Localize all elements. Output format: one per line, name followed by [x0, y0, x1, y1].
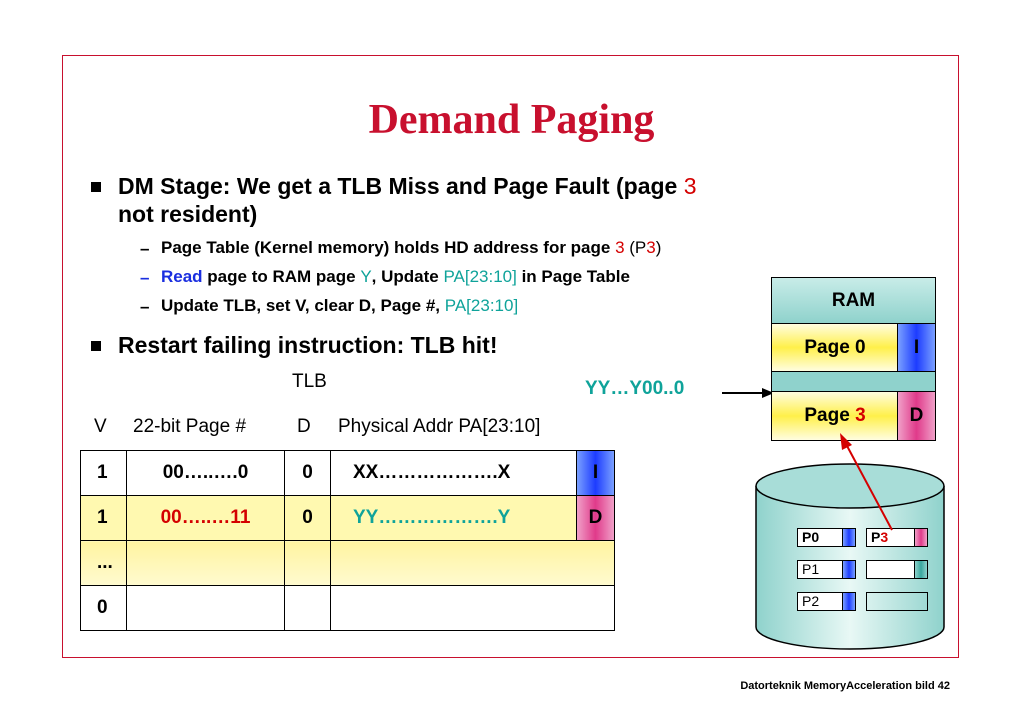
- slide-footer: Datorteknik MemoryAcceleration bild 42: [740, 680, 950, 692]
- cell-page: [126, 585, 285, 631]
- header-page: 22-bit Page #: [133, 416, 247, 437]
- sub-bullet-page-table: Page Table (Kernel memory) holds HD addr…: [161, 237, 661, 259]
- page-number: 3: [855, 405, 866, 426]
- table-row: 1 00…..….0 0 XX……………….X I: [80, 450, 615, 496]
- disk-label: P: [871, 529, 881, 545]
- disk-cell-empty: [866, 560, 915, 579]
- cell-d: 0: [284, 450, 331, 496]
- ram-page-prefix: Page: [804, 405, 856, 426]
- header-v: V: [94, 416, 107, 437]
- disk-cell-p0: P0: [797, 528, 843, 547]
- sub-text: in Page Table: [516, 267, 630, 286]
- dirty-flag: D: [897, 392, 935, 440]
- read-keyword: Read: [161, 267, 203, 286]
- ram-empty-slot: [772, 372, 935, 392]
- arrow-right-icon: [722, 388, 774, 398]
- sub-bullet-update-tlb: Update TLB, set V, clear D, Page #, PA[2…: [161, 295, 518, 317]
- invalid-flag: I: [897, 324, 935, 371]
- dash-icon: –: [140, 268, 150, 287]
- cell-d: [284, 540, 331, 586]
- pa-range: PA[23:10]: [443, 267, 517, 286]
- page-number: 3: [880, 529, 889, 545]
- page-number: 3: [646, 238, 656, 257]
- ram-title: RAM: [772, 278, 935, 324]
- cell-pa: [330, 585, 615, 631]
- ram-page-0: Page 0 I: [772, 324, 935, 372]
- cell-v: 1: [80, 495, 127, 541]
- bullet-square-icon: [91, 182, 101, 192]
- ram-page-label: Page 0: [804, 337, 866, 358]
- page-number: 3: [615, 238, 625, 257]
- sub-text: , Update: [371, 267, 444, 286]
- dash-icon: –: [140, 239, 150, 258]
- bullet-text: DM Stage: We get a TLB Miss and Page Fau…: [118, 173, 684, 199]
- cell-page: 00…..….0: [126, 450, 285, 496]
- ram-page-y: Y: [360, 267, 372, 286]
- dash-icon: –: [140, 297, 150, 316]
- disk-cell-empty: [866, 592, 928, 611]
- load-arrow-icon: [840, 433, 893, 531]
- ram-page-label: Page 3: [772, 392, 898, 440]
- ram-block: RAM Page 0 I Page 3 D: [771, 277, 936, 441]
- sub-text: page to RAM page: [202, 267, 361, 286]
- sub-text: Page Table (Kernel memory) holds HD addr…: [161, 238, 616, 257]
- ram-page-3: Page 3 D: [772, 392, 935, 440]
- disk-flag: [842, 560, 856, 579]
- bullet-restart: Restart failing instruction: TLB hit!: [118, 332, 498, 358]
- cell-v: 0: [80, 585, 127, 631]
- cell-pa: [330, 540, 615, 586]
- slide-title: Demand Paging: [368, 97, 655, 143]
- disk-flag: [914, 560, 928, 579]
- disk-flag: [914, 528, 928, 547]
- tlb-label: TLB: [292, 371, 327, 392]
- page-number: 3: [683, 173, 697, 199]
- cell-pa: YY……………….Y D: [330, 495, 615, 541]
- cell-d: 0: [284, 495, 331, 541]
- disk-flag: [842, 592, 856, 611]
- table-row: ...: [80, 540, 615, 586]
- address-label: YY…Y00..0: [585, 378, 685, 399]
- sub-text: Update TLB, set V, clear D, Page #,: [161, 296, 445, 315]
- pa-range: PA[23:10]: [444, 296, 519, 315]
- disk-label: P0: [802, 529, 820, 545]
- cell-v: ...: [80, 540, 127, 586]
- cell-v: 1: [80, 450, 127, 496]
- sub-bullet-read: Read page to RAM page Y, Update PA[23:10…: [161, 266, 630, 288]
- table-row: 0: [80, 585, 615, 631]
- table-row: 1 00…..…11 0 YY……………….Y D: [80, 495, 615, 541]
- cell-page: [126, 540, 285, 586]
- bullet-square-icon: [91, 341, 101, 351]
- bullet-dm-stage: DM Stage: We get a TLB Miss and Page Fau…: [118, 172, 697, 228]
- disk-cell-p2: P2: [797, 592, 843, 611]
- invalid-flag: I: [576, 451, 614, 495]
- disk-cell-p1: P1: [797, 560, 843, 579]
- cell-page: 00…..…11: [126, 495, 285, 541]
- tlb-table: 1 00…..….0 0 XX……………….X I 1 00…..…11 0 Y…: [80, 450, 615, 631]
- cell-d: [284, 585, 331, 631]
- disk-flag: [842, 528, 856, 547]
- bullet-text-line2: not resident): [118, 201, 258, 227]
- sub-text: (P: [624, 238, 647, 257]
- slide-frame: [62, 55, 959, 658]
- dirty-flag: D: [576, 496, 614, 540]
- header-pa: Physical Addr PA[23:10]: [338, 416, 541, 437]
- header-d: D: [297, 416, 311, 437]
- cell-pa: XX……………….X I: [330, 450, 615, 496]
- pa-value: XX……………….X: [353, 462, 511, 483]
- pa-value: YY……………….Y: [353, 507, 511, 528]
- sub-text: ): [655, 238, 662, 257]
